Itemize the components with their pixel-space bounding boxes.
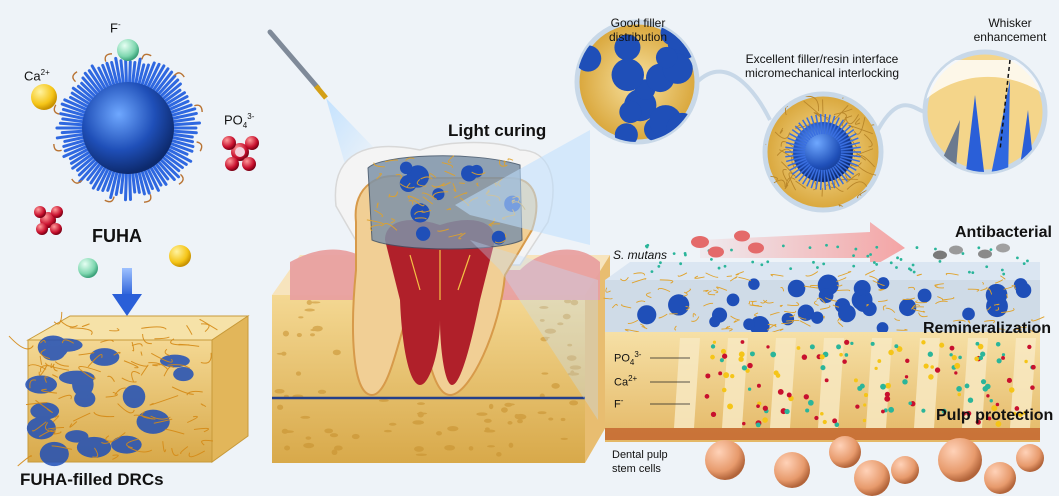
layered-restoration [604,222,1045,496]
light-curing-label: Light curing [448,121,546,141]
remineralization-label: Remineralization [923,320,1051,338]
zoom-circle-whisker [925,52,1045,180]
fluoride-label: F- [110,18,121,35]
fluoride-layer-label: F- [614,396,623,411]
phosphate-layer-label: PO43- [614,350,641,367]
fuha-label: FUHA [92,226,142,247]
pulp-protection-label: Pulp protection [936,407,1053,425]
fuha-particle [54,54,202,202]
antibacterial-label: Antibacterial [955,224,1052,242]
fuha-filled-label: FUHA-filled DRCs [20,470,164,490]
whisker-label: Whisker enhancement [965,16,1055,44]
s-mutans-label: S. mutans [613,248,667,262]
fuha-filled-block [9,312,248,466]
dental-pulp-label: Dental pulp stem cells [612,448,668,476]
phosphate-label: PO43- [224,110,254,133]
calcium-label: Ca2+ [24,66,50,83]
excellent-interface-label: Excellent filler/resin interface microme… [726,52,918,80]
calcium-layer-label: Ca2+ [614,374,637,389]
zoom-circle-interface [749,84,886,220]
good-filler-label: Good filler distribution [583,16,693,44]
curing-light-icon [270,32,376,168]
arrow-down-icon [112,268,142,316]
